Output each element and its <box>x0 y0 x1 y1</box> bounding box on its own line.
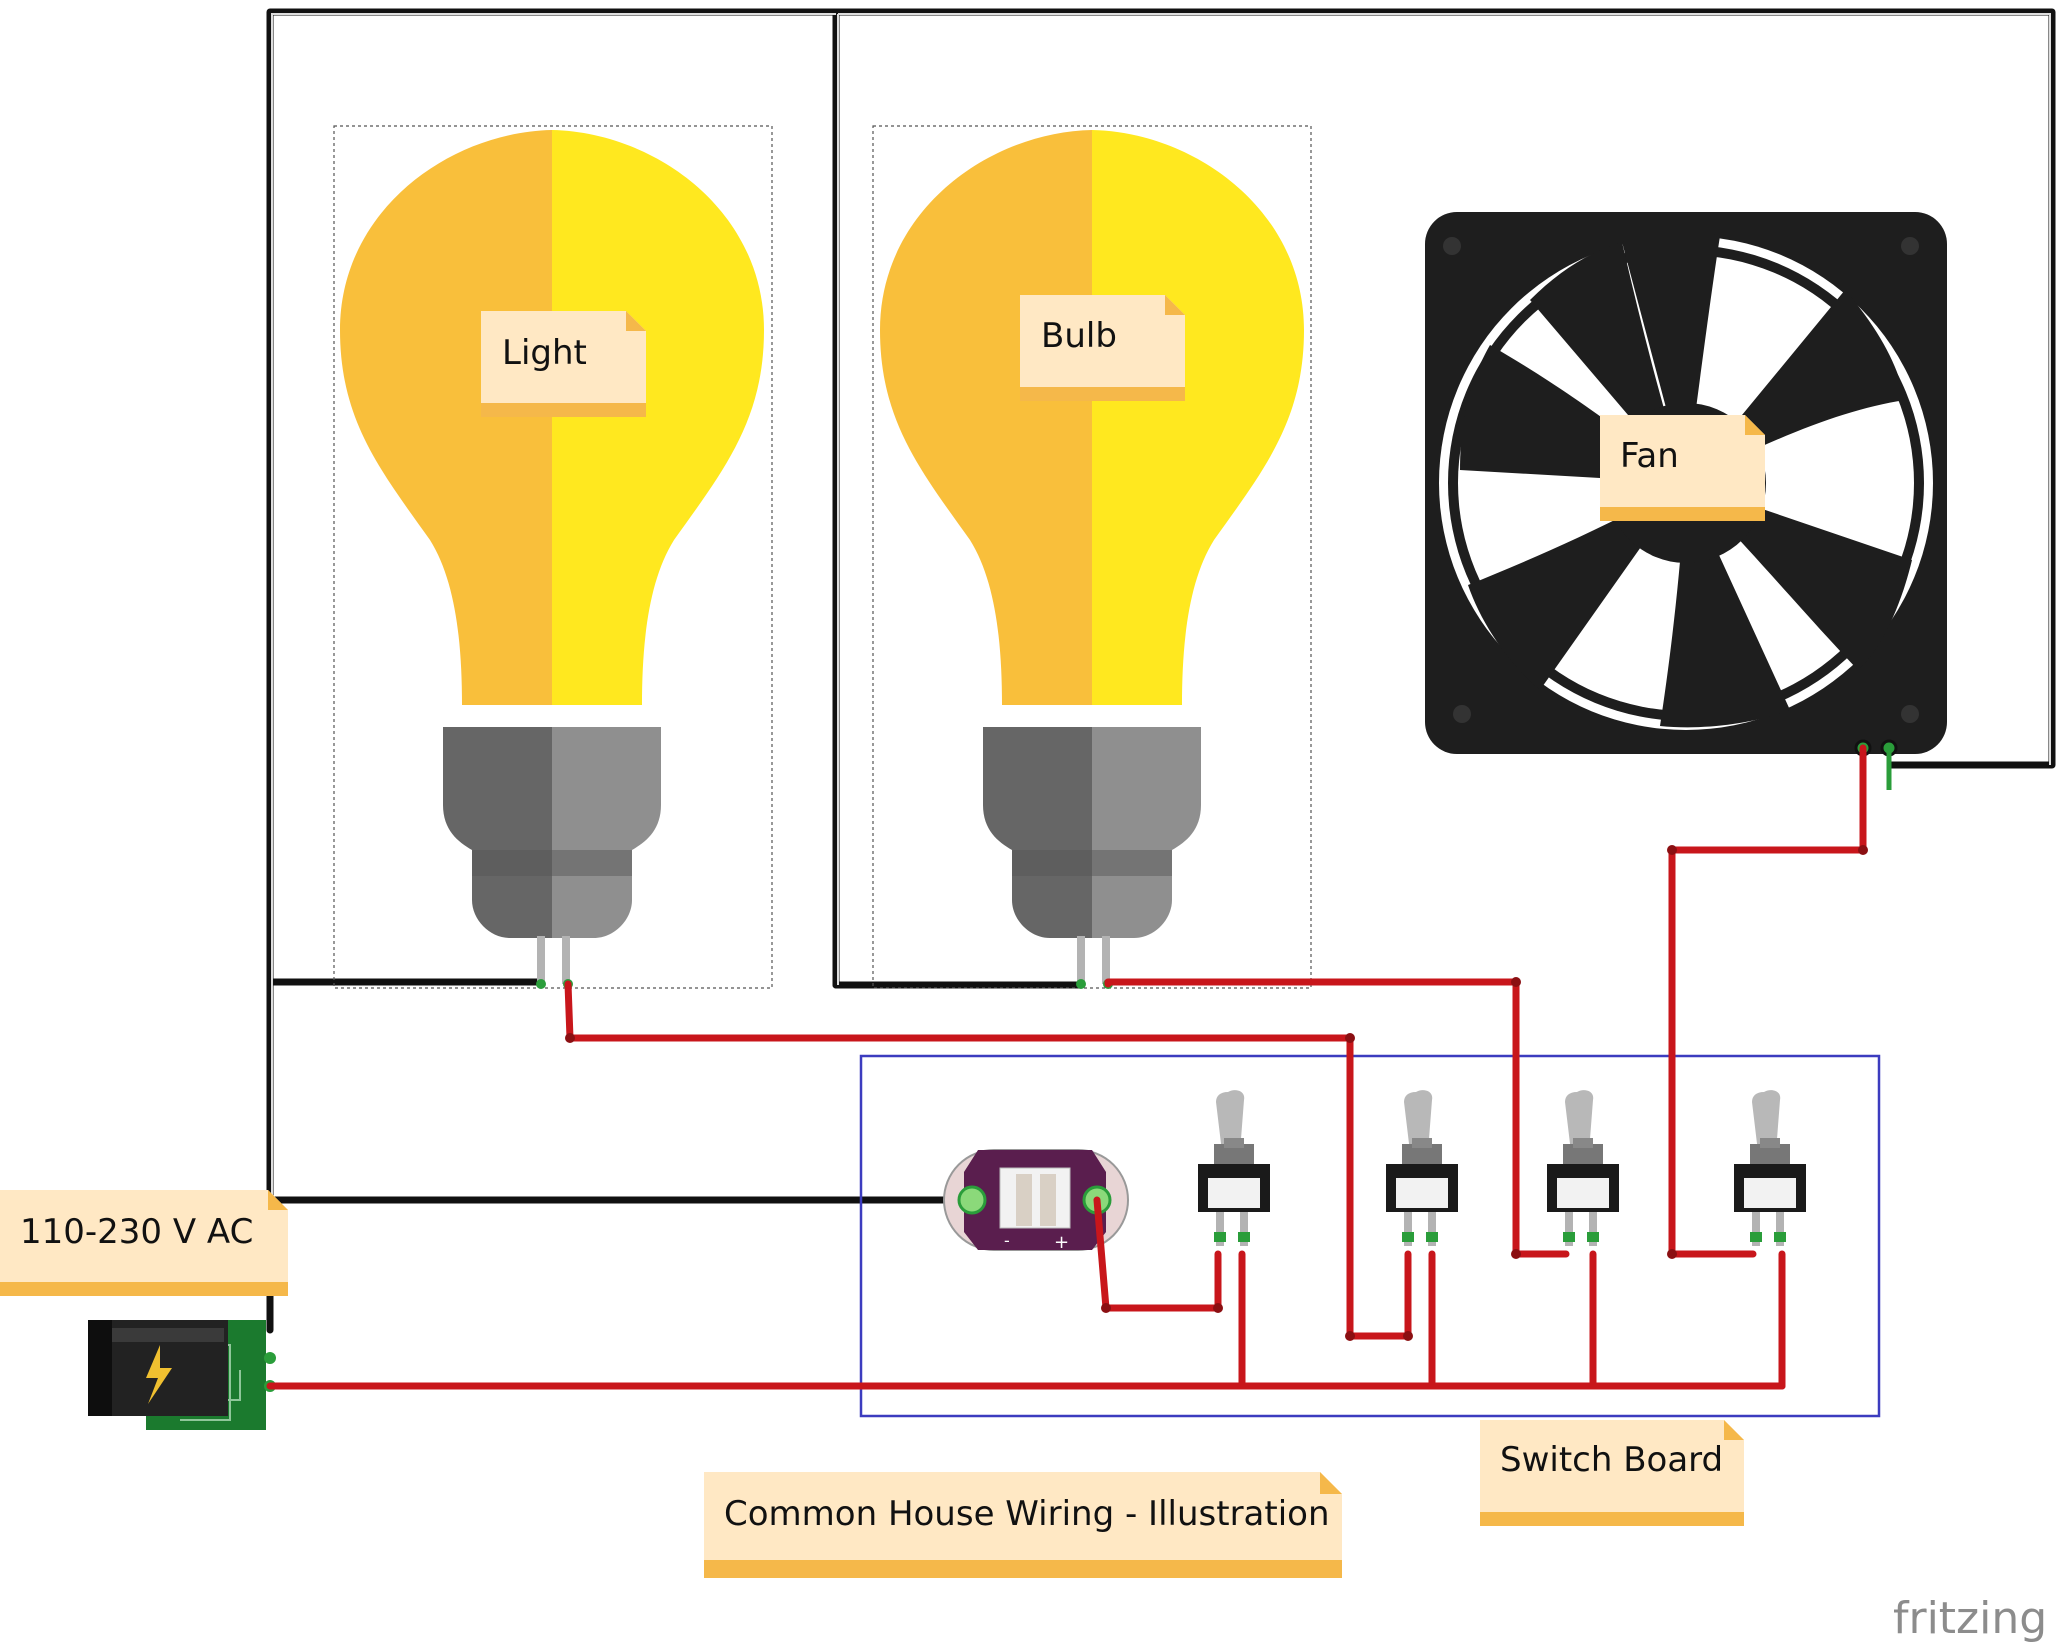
note-fan[interactable]: Fan <box>1600 415 1765 521</box>
note-title[interactable]: Common House Wiring - Illustration <box>704 1472 1342 1578</box>
switch-board-frame <box>859 1054 1881 1418</box>
note-light[interactable]: Light <box>481 311 646 417</box>
red-wire-bulb <box>1104 978 1570 1258</box>
note-light-text: Light <box>502 333 587 373</box>
toggle-switch-1 <box>1198 1090 1270 1246</box>
black-wire-frame-right <box>832 8 2056 769</box>
lightning-icon <box>146 1345 172 1404</box>
black-wire-frame-left <box>266 8 840 1204</box>
light-bulb-icon <box>880 130 1304 984</box>
light-bulb-1 <box>333 125 773 989</box>
note-bulb[interactable]: Bulb <box>1020 295 1185 401</box>
connector: - + <box>943 1149 1129 1253</box>
fritzing-logo: fritzing <box>1893 1593 2047 1644</box>
red-wire-light <box>564 980 1412 1340</box>
neutral-wires <box>266 8 2056 1334</box>
connector-minus-mark: - <box>1004 1231 1010 1250</box>
note-title-text: Common House Wiring - Illustration <box>724 1494 1330 1534</box>
wire-junctions <box>565 845 1868 1341</box>
toggle-switch-icon <box>1198 1090 1270 1246</box>
light-bulb-1-frame <box>333 125 773 989</box>
toggle-switch-icon <box>1386 1090 1458 1246</box>
connector-icon <box>943 1149 1129 1251</box>
toggle-switch-icon <box>1547 1090 1619 1246</box>
light-bulb-2 <box>872 125 1312 989</box>
note-bulb-text: Bulb <box>1041 316 1117 356</box>
note-fan-text: Fan <box>1620 436 1679 476</box>
fan <box>1425 212 1947 790</box>
light-bulb-icon <box>340 130 764 984</box>
red-wire-connector <box>1093 1196 1222 1312</box>
power-jack <box>88 1320 276 1430</box>
fan-icon <box>1425 212 1947 754</box>
note-power-text: 110-230 V AC <box>20 1212 253 1252</box>
toggle-switch-3 <box>1547 1090 1619 1246</box>
toggle-switch-2 <box>1386 1090 1458 1246</box>
note-switch-board-text: Switch Board <box>1500 1440 1723 1480</box>
power-jack-icon <box>88 1320 266 1430</box>
note-switch-board[interactable]: Switch Board <box>1480 1420 1744 1526</box>
note-power[interactable]: 110-230 V AC <box>0 1190 288 1296</box>
toggle-switch-4 <box>1734 1090 1806 1246</box>
light-bulb-2-frame <box>872 125 1312 989</box>
wire-highlights <box>271 13 2051 1200</box>
toggle-switch-icon <box>1734 1090 1806 1246</box>
connector-plus-mark: + <box>1054 1232 1069 1253</box>
